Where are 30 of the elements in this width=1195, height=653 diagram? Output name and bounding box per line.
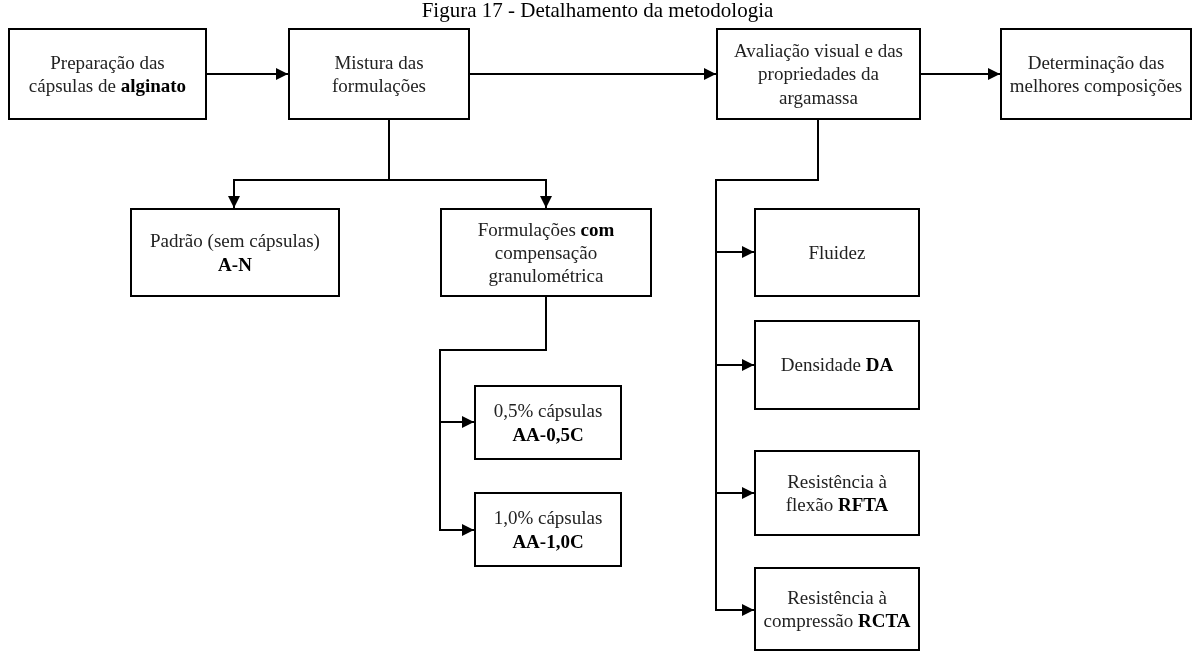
arrow (439, 296, 547, 536)
box-text: Determinação das melhores composições (1008, 50, 1184, 98)
box-text: Mistura das formulações (331, 50, 427, 98)
process-box (440, 208, 652, 297)
box-text: Preparação das cápsulas de alginato (27, 50, 188, 98)
figure-title: Figura 17 - Detalhamento da metodologia (420, 0, 775, 23)
box-text: Resistência à flexão RFTA (784, 469, 890, 517)
process-box (754, 450, 920, 536)
process-box (754, 567, 920, 651)
arrow (388, 119, 552, 209)
arrow (920, 68, 1001, 80)
process-box (1000, 28, 1192, 120)
arrow (469, 68, 717, 80)
process-box (474, 492, 622, 567)
box-text: 1,0% cápsulas AA-1,0C (492, 506, 604, 553)
process-box (130, 208, 340, 297)
process-box (754, 208, 920, 297)
box-text: Resistência à compressão RCTA (762, 585, 912, 633)
box-text: Padrão (sem cápsulas) A-N (149, 229, 321, 276)
box-text: Densidade DA (780, 353, 894, 377)
process-box (716, 28, 921, 120)
box-text: Avaliação visual e das propriedades da argamassa (733, 39, 904, 109)
process-box (288, 28, 470, 120)
arrow (206, 68, 289, 80)
process-box (754, 320, 920, 410)
box-text: Formulações com compensação granulométrica (476, 217, 616, 288)
box-text: Fluidez (808, 240, 866, 265)
process-box (474, 385, 622, 460)
box-text: 0,5% cápsulas AA-0,5C (492, 399, 604, 446)
process-box (8, 28, 207, 120)
